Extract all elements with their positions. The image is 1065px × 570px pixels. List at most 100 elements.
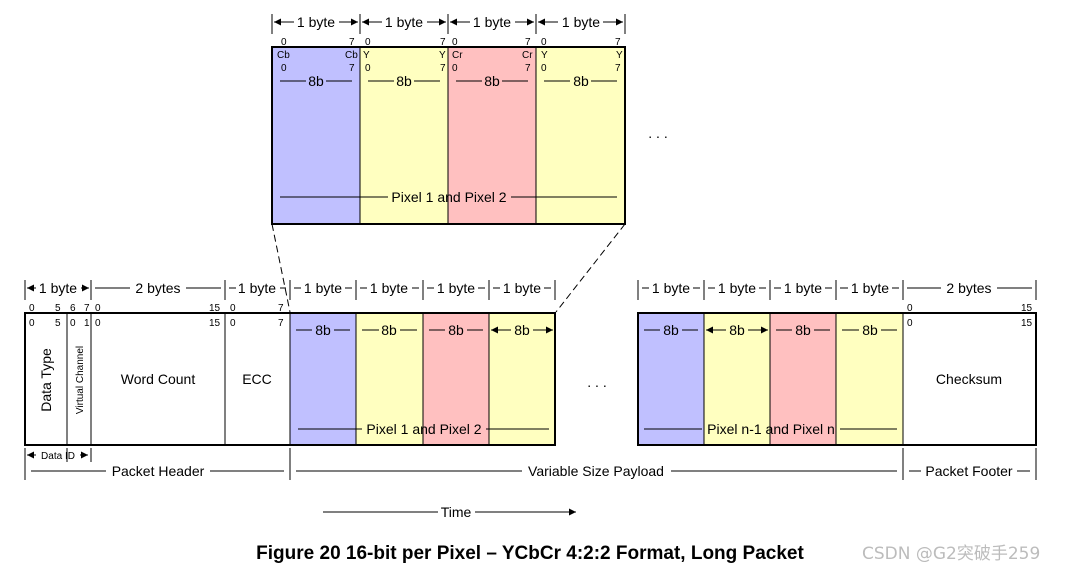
svg-text:1 byte: 1 byte [851,280,889,296]
zoom-byte-label-4: 1 byte [562,14,600,30]
svg-text:0: 0 [907,318,913,329]
svg-text:7: 7 [615,37,621,48]
svg-text:5: 5 [55,318,61,329]
svg-text:8b: 8b [573,73,589,89]
zoom-y1-fill [536,47,625,224]
zoom-cb-fill [272,47,360,224]
packet-right-frame [637,312,1037,446]
svg-text:7: 7 [278,303,284,314]
svg-text:8b: 8b [795,322,811,338]
svg-text:0: 0 [230,318,236,329]
svg-text:7: 7 [349,37,355,48]
svg-text:7: 7 [525,63,531,74]
word-count-label: Word Count [121,371,196,387]
svg-text:1 byte: 1 byte [370,280,408,296]
svg-text:0: 0 [452,37,458,48]
svg-text:0: 0 [541,37,547,48]
zoom-connector-left [271,223,291,313]
zoom-component-labels: Cb Cb Y Y Cr Cr Y Y 0 7 0 7 0 7 0 7 [277,50,623,74]
svg-text:2 bytes: 2 bytes [135,280,180,296]
svg-text:6: 6 [70,303,76,314]
packet-8b-markers: 8b 8b 8b 8b 8b 8b 8b 8b [296,322,897,338]
svg-text:0: 0 [907,303,913,314]
svg-text:8b: 8b [396,73,412,89]
svg-text:7: 7 [440,63,446,74]
svg-text:8b: 8b [484,73,500,89]
figure-caption: Figure 20 16-bit per Pixel – YCbCr 4:2:2… [256,543,804,564]
packet-bit-numbers-top: 0 5 6 7 0 15 0 7 0 15 [29,303,1033,314]
time-label: Time [441,504,472,520]
svg-text:1 byte: 1 byte [304,280,342,296]
zoom-byte-dimensions: 1 byte 1 byte 1 byte 1 byte [271,14,626,34]
svg-text:0: 0 [70,318,76,329]
packet-header-label: Packet Header [112,463,205,479]
svg-text:0: 0 [281,63,287,74]
watermark-text: CSDN @G2突破手259 [862,544,1040,564]
packet-footer-label: Packet Footer [925,463,1012,479]
zoom-byte-label-1: 1 byte [297,14,335,30]
svg-text:0: 0 [29,303,35,314]
long-packet: Data Type Virtual Channel Word Count ECC… [24,303,1037,446]
svg-text:5: 5 [55,303,61,314]
svg-text:0: 0 [281,37,287,48]
data-type-label: Data Type [38,348,54,412]
variable-payload-label: Variable Size Payload [528,463,664,479]
zoom-byte-label-3: 1 byte [473,14,511,30]
svg-text:8b: 8b [315,322,331,338]
svg-text:8b: 8b [729,322,745,338]
zoom-byte-label-2: 1 byte [385,14,423,30]
svg-text:1 byte: 1 byte [784,280,822,296]
svg-text:15: 15 [209,318,221,329]
svg-text:15: 15 [1021,318,1033,329]
packet-bit-numbers-inside: 0 5 0 1 0 15 0 7 0 15 [29,318,1033,329]
svg-text:1 byte: 1 byte [437,280,475,296]
svg-text:1 byte: 1 byte [503,280,541,296]
svg-text:7: 7 [615,63,621,74]
zoom-y1-right: Y [616,50,623,61]
packet-byte-dimensions: 1 byte 2 bytes 1 byte 1 byte 1 byte 1 by… [24,280,1037,300]
svg-text:8b: 8b [514,322,530,338]
packet-pixel-group-first: Pixel 1 and Pixel 2 [366,421,481,437]
packet-ellipsis: . . . [587,374,606,390]
zoom-cr-right: Cr [522,50,533,61]
zoom-cb-right: Cb [345,50,358,61]
svg-text:8b: 8b [862,322,878,338]
svg-text:15: 15 [209,303,221,314]
zoom-frame [271,46,626,225]
svg-text:0: 0 [365,37,371,48]
packet-pixel-group-last: Pixel n-1 and Pixel n [707,421,835,437]
svg-text:0: 0 [95,303,101,314]
svg-text:1: 1 [84,318,90,329]
zoom-ellipsis: . . . [648,125,667,141]
svg-text:7: 7 [525,37,531,48]
zoom-8b-markers: 8b 8b 8b 8b [280,73,617,89]
data-id-label: Data ID [41,451,75,462]
zoom-bit-numbers-top: 0 7 0 7 0 7 0 7 [281,37,621,48]
svg-text:7: 7 [349,63,355,74]
zoomed-pixel-view: 1 byte 1 byte 1 byte 1 byte 0 7 0 7 0 7 … [271,14,668,225]
checksum-label: Checksum [936,371,1002,387]
zoom-cr-left: Cr [452,50,463,61]
svg-text:15: 15 [1021,303,1033,314]
svg-text:1 byte: 1 byte [652,280,690,296]
svg-text:8b: 8b [381,322,397,338]
svg-text:8b: 8b [663,322,679,338]
svg-text:0: 0 [29,318,35,329]
zoom-cr-fill [448,47,536,224]
svg-text:0: 0 [541,63,547,74]
zoom-connector-right [555,223,626,313]
svg-text:8b: 8b [448,322,464,338]
zoom-y0-right: Y [439,50,446,61]
time-arrow: Time [323,504,576,520]
svg-text:0: 0 [452,63,458,74]
svg-text:7: 7 [278,318,284,329]
virtual-channel-label: Virtual Channel [75,346,86,414]
svg-text:2 bytes: 2 bytes [946,280,991,296]
zoom-y1-left: Y [541,50,548,61]
svg-text:8b: 8b [308,73,324,89]
svg-text:1 byte: 1 byte [718,280,756,296]
svg-text:0: 0 [95,318,101,329]
zoom-y0-fill [360,47,448,224]
ecc-label: ECC [242,371,272,387]
